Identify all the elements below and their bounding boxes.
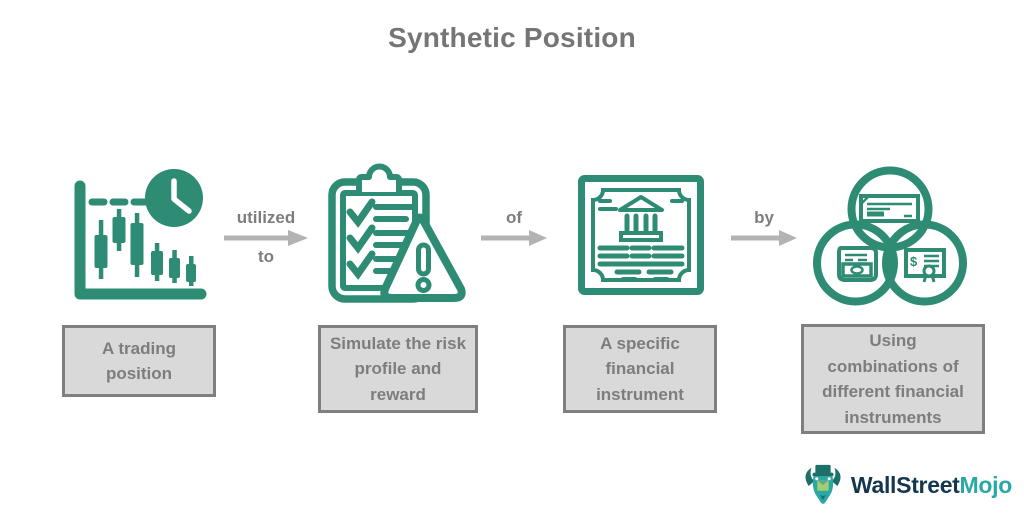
connector-label-bottom: to <box>257 247 275 266</box>
connector-utilized-to: utilized to <box>224 208 308 266</box>
connector-by: by <box>731 208 797 247</box>
step-caption-text: Simulate the risk profile and reward <box>329 333 467 404</box>
brand-part2: Mojo <box>959 471 1013 498</box>
connector-label-top: of <box>505 208 523 227</box>
venn-financial-instruments-icon: $ <box>813 166 967 306</box>
wallstreetmojo-logo: WallStreetMojo <box>801 463 1012 507</box>
connector-of: of <box>481 208 547 247</box>
page-title: Synthetic Position <box>388 22 636 53</box>
brand-part1: WallStreet <box>850 471 960 498</box>
step-caption-financial-instrument: A specific financial instrument <box>563 325 717 413</box>
step-caption-trading-position: A trading position <box>62 325 216 397</box>
arrow-right-icon <box>481 230 547 246</box>
bull-mascot-icon <box>805 464 841 504</box>
svg-text:$: $ <box>910 254 918 269</box>
financial-certificate-bank-icon <box>578 175 704 295</box>
risk-checklist-warning-icon <box>328 163 466 303</box>
arrow-right-icon <box>731 230 797 246</box>
brand-name: WallStreetMojo <box>851 472 1012 499</box>
step-caption-text: A specific financial instrument <box>596 333 684 404</box>
candlestick-chart-clock-icon <box>74 169 207 300</box>
step-caption-combinations: Using combinations of different financia… <box>801 324 985 434</box>
connector-label-top: utilized <box>236 208 296 227</box>
arrow-right-icon <box>224 230 308 246</box>
step-caption-text: A trading position <box>102 338 176 384</box>
connector-label-top: by <box>754 208 774 227</box>
step-caption-text: Using combinations of different financia… <box>822 331 964 427</box>
step-caption-simulate-risk: Simulate the risk profile and reward <box>318 325 478 413</box>
